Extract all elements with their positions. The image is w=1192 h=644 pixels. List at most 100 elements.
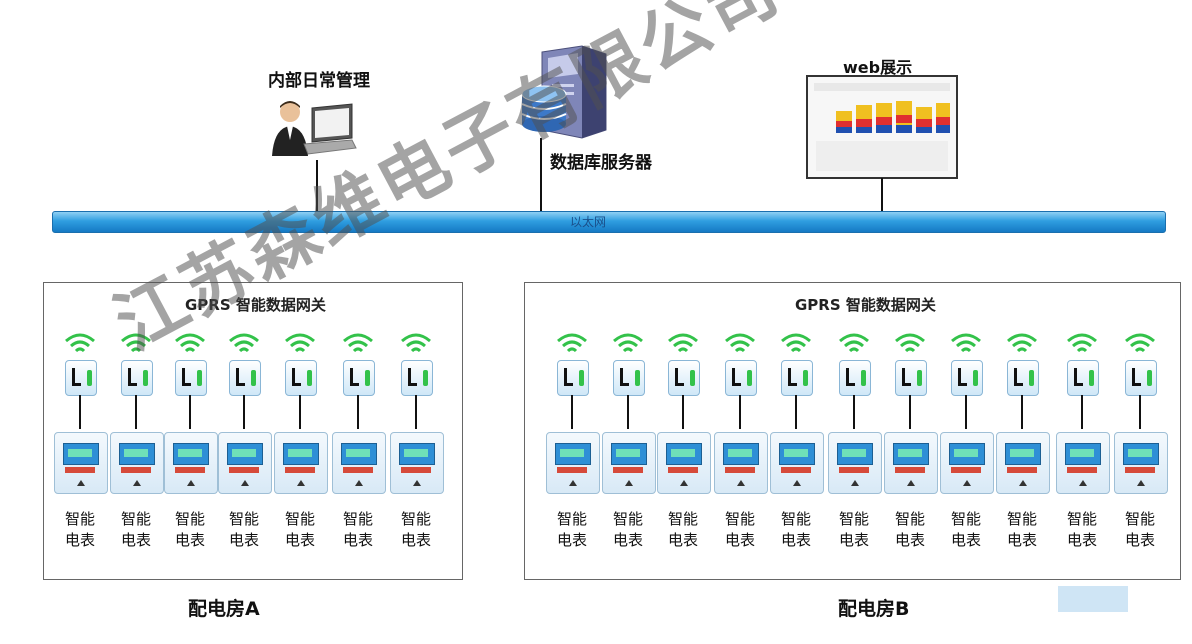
- meter-label-line1: 智能: [120, 510, 151, 528]
- smart-meter-label: 智能电表: [940, 509, 992, 551]
- gateway-meter-link: [243, 395, 245, 429]
- ethernet-bus: [52, 211, 1166, 233]
- smart-meter-icon: [770, 432, 824, 494]
- smart-meter-label: 智能电表: [390, 509, 442, 551]
- meter-label-line2: 电表: [1006, 531, 1037, 549]
- meter-label-line2: 电表: [64, 531, 95, 549]
- wifi-signal-icon: [63, 331, 97, 361]
- wifi-signal-icon: [173, 331, 207, 361]
- smart-meter-label: 智能电表: [332, 509, 384, 551]
- gateway-meter-link: [135, 395, 137, 429]
- wifi-signal-icon: [341, 331, 375, 361]
- gprs-gateway-icon: [895, 360, 927, 396]
- gateway-meter-link: [299, 395, 301, 429]
- meter-label-line1: 智能: [284, 510, 315, 528]
- smart-meter-label: 智能电表: [218, 509, 270, 551]
- gateway-meter-link: [853, 395, 855, 429]
- gateway-meter-link: [739, 395, 741, 429]
- smart-meter-icon: [657, 432, 711, 494]
- smart-meter-icon: [332, 432, 386, 494]
- user-link-line: [316, 160, 318, 212]
- meter-label-line1: 智能: [667, 510, 698, 528]
- smart-meter-icon: [546, 432, 600, 494]
- meter-label-line1: 智能: [1124, 510, 1155, 528]
- meter-label-line2: 电表: [120, 531, 151, 549]
- meter-label-line2: 电表: [284, 531, 315, 549]
- wifi-signal-icon: [555, 331, 589, 361]
- wifi-signal-icon: [1065, 331, 1099, 361]
- gateway-meter-link: [1021, 395, 1023, 429]
- gprs-gateway-icon: [401, 360, 433, 396]
- smart-meter-label: 智能电表: [996, 509, 1048, 551]
- meter-label-line2: 电表: [612, 531, 643, 549]
- gprs-gateway-icon: [839, 360, 871, 396]
- wifi-signal-icon: [723, 331, 757, 361]
- gprs-gateway-icon: [613, 360, 645, 396]
- gprs-gateway-icon: [229, 360, 261, 396]
- meter-label-line2: 电表: [724, 531, 755, 549]
- gprs-gateway-icon: [343, 360, 375, 396]
- smart-meter-label: 智能电表: [770, 509, 822, 551]
- meter-label-line2: 电表: [174, 531, 205, 549]
- meter-label-line2: 电表: [1124, 531, 1155, 549]
- meter-label-line1: 智能: [228, 510, 259, 528]
- smart-meter-label: 智能电表: [110, 509, 162, 551]
- database-server-icon: [518, 44, 614, 140]
- smart-meter-icon: [714, 432, 768, 494]
- wifi-signal-icon: [119, 331, 153, 361]
- gateway-meter-link: [795, 395, 797, 429]
- ethernet-label: 以太网: [570, 215, 607, 229]
- gateway-meter-link: [189, 395, 191, 429]
- gprs-gateway-icon: [65, 360, 97, 396]
- gateway-meter-link: [682, 395, 684, 429]
- room-a-gateway-title: GPRS 智能数据网关: [185, 296, 326, 314]
- meter-label-line2: 电表: [950, 531, 981, 549]
- smart-meter-icon: [218, 432, 272, 494]
- wifi-signal-icon: [227, 331, 261, 361]
- wifi-signal-icon: [837, 331, 871, 361]
- smart-meter-icon: [940, 432, 994, 494]
- wifi-signal-icon: [283, 331, 317, 361]
- user-label: 内部日常管理: [268, 71, 370, 91]
- gateway-meter-link: [415, 395, 417, 429]
- meter-label-line1: 智能: [838, 510, 869, 528]
- wifi-signal-icon: [1005, 331, 1039, 361]
- smart-meter-label: 智能电表: [884, 509, 936, 551]
- gprs-gateway-icon: [1067, 360, 1099, 396]
- meter-label-line1: 智能: [342, 510, 373, 528]
- smart-meter-label: 智能电表: [1114, 509, 1166, 551]
- gateway-meter-link: [79, 395, 81, 429]
- room-b-box: [524, 282, 1181, 580]
- dashboard-display-icon: [806, 75, 958, 179]
- wifi-signal-icon: [666, 331, 700, 361]
- gateway-meter-link: [965, 395, 967, 429]
- meter-label-line2: 电表: [667, 531, 698, 549]
- web-label: web展示: [843, 58, 913, 77]
- meter-label-line2: 电表: [780, 531, 811, 549]
- wifi-signal-icon: [949, 331, 983, 361]
- smart-meter-icon: [996, 432, 1050, 494]
- smart-meter-label: 智能电表: [1056, 509, 1108, 551]
- meter-label-line2: 电表: [228, 531, 259, 549]
- meter-label-line1: 智能: [64, 510, 95, 528]
- smart-meter-label: 智能电表: [54, 509, 106, 551]
- smart-meter-icon: [110, 432, 164, 494]
- meter-label-line2: 电表: [342, 531, 373, 549]
- smart-meter-label: 智能电表: [602, 509, 654, 551]
- wifi-signal-icon: [611, 331, 645, 361]
- gprs-gateway-icon: [1125, 360, 1157, 396]
- wifi-signal-icon: [399, 331, 433, 361]
- gprs-gateway-icon: [725, 360, 757, 396]
- gateway-meter-link: [1139, 395, 1141, 429]
- meter-label-line1: 智能: [894, 510, 925, 528]
- gprs-gateway-icon: [951, 360, 983, 396]
- meter-label-line1: 智能: [950, 510, 981, 528]
- gprs-gateway-icon: [557, 360, 589, 396]
- gateway-meter-link: [357, 395, 359, 429]
- room-a-box: [43, 282, 463, 580]
- gprs-gateway-icon: [121, 360, 153, 396]
- smart-meter-label: 智能电表: [657, 509, 709, 551]
- smart-meter-label: 智能电表: [714, 509, 766, 551]
- gateway-meter-link: [627, 395, 629, 429]
- smart-meter-icon: [602, 432, 656, 494]
